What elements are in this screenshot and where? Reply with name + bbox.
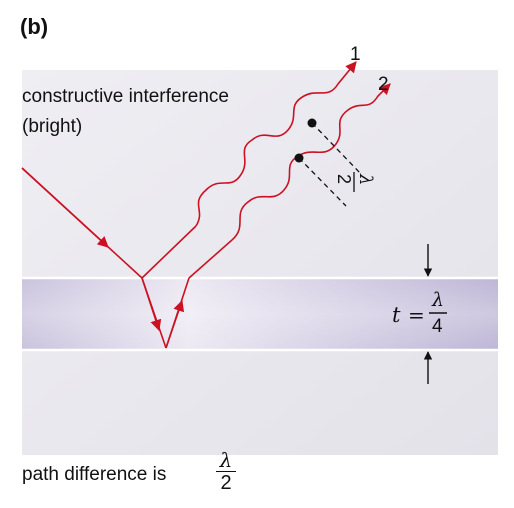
thickness-equals: =	[408, 303, 425, 327]
interference-caption: constructive interference	[22, 86, 229, 107]
interference-caption-sub: (bright)	[22, 116, 83, 137]
ray-1-label: 1	[350, 44, 361, 65]
ray-2-dashed-line	[298, 157, 347, 207]
path-difference-text: path difference is	[22, 464, 167, 485]
reflected-ray-1-wave	[195, 61, 357, 227]
upper-medium	[22, 70, 498, 455]
ray-2-label: 2	[378, 74, 389, 95]
incident-ray-arrow	[21, 167, 109, 248]
thickness-variable: t	[392, 303, 401, 327]
path-difference-bar	[216, 471, 236, 472]
figure-label: (b)	[20, 14, 49, 39]
thickness-numerator: λ	[431, 289, 444, 311]
reflected-ray-1-straight	[141, 225, 197, 279]
path-difference-numerator: λ	[219, 448, 233, 472]
reflected-ray-2-straight	[188, 239, 233, 279]
wave-offset-label: λ 2	[334, 172, 376, 192]
internal-reflected-arrow	[165, 299, 185, 349]
wave-offset-denominator: 2	[334, 174, 354, 184]
path-difference-fraction: λ 2	[216, 450, 236, 493]
path-difference-denominator: 2	[220, 472, 232, 494]
wave-offset-numerator: λ	[355, 173, 376, 185]
ray-1-dashed-line	[311, 122, 363, 176]
thin-film-sheen	[22, 278, 498, 350]
thickness-denominator: 4	[432, 316, 443, 337]
refracted-ray-arrow	[141, 277, 162, 332]
